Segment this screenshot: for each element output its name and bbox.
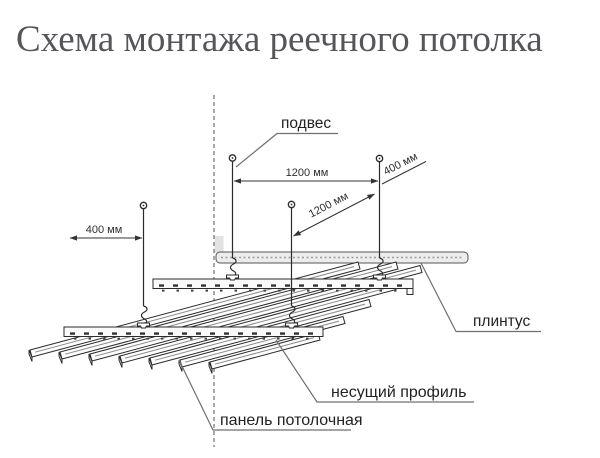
page-title: Схема монтажа реечного потолка [16, 19, 543, 60]
dimensions: 400 мм 1200 мм 1200 мм 400 мм [69, 151, 427, 241]
dim-wall-offset: 400 мм [382, 151, 420, 178]
hanger-wire [137, 201, 150, 329]
hanger-wire [373, 154, 386, 281]
carrier-profile-upper [152, 278, 414, 295]
hanger-label: подвес [281, 115, 331, 132]
dim-row-spacing: 1200 мм [307, 190, 350, 220]
wall-corner-shade [214, 236, 224, 253]
hanger-wire [226, 154, 239, 281]
callouts: подвес плинтус несущий профиль панель по… [178, 115, 541, 431]
hanger-wire [285, 200, 298, 329]
plinth-bar [215, 251, 469, 264]
hanger-leader [235, 132, 338, 168]
panel-slat [208, 332, 321, 374]
carrier-profile-label: несущий профиль [331, 384, 466, 401]
hangers [137, 154, 386, 329]
dim-hanger-spacing: 1200 мм [286, 167, 329, 179]
panel-slat [118, 281, 397, 368]
plinth-label: плинтус [473, 313, 531, 330]
ceiling-panel-leader [178, 359, 351, 431]
carrier-profile-leader [275, 339, 474, 403]
plinth-leader [420, 262, 541, 333]
ceiling-panel-label: панель потолочная [220, 412, 363, 429]
dim-left-offset: 400 мм [86, 224, 123, 236]
carrier-profile-lower [63, 326, 324, 340]
